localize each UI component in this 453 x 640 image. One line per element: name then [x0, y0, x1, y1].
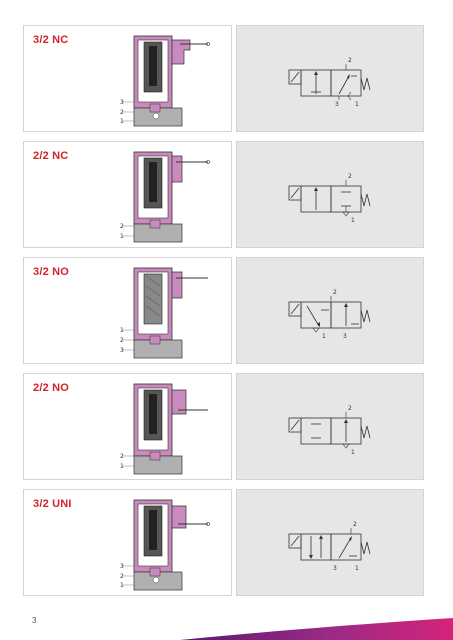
schematic-panel: 2 1: [236, 141, 424, 248]
port-label: 1: [351, 217, 355, 224]
port-label: 2: [353, 521, 357, 528]
valve-cross-section-drawing: 1 2 3: [120, 267, 208, 359]
valve-cross-section-drawing: 3 2 1: [120, 499, 210, 591]
port-label: 1: [120, 327, 124, 334]
cross-section-panel: 2/2 NC 2 1: [23, 141, 232, 248]
port-label: 2: [348, 173, 352, 180]
port-label: 3: [120, 563, 124, 570]
port-label: 3: [335, 101, 339, 108]
port-label: 2: [120, 453, 124, 460]
valve-cross-section-drawing: 2 1: [120, 151, 210, 243]
cross-section-panel: 3/2 UNI 3 2 1: [23, 489, 232, 596]
port-label: 1: [351, 449, 355, 456]
valve-schematic-symbol: 2 3 1: [288, 521, 371, 572]
schematic-panel: 2 3 1: [236, 489, 424, 596]
page-number: 3: [32, 616, 37, 625]
port-label: 1: [120, 233, 124, 240]
port-label: 2: [120, 109, 124, 116]
port-label: 2: [348, 57, 352, 64]
port-label: 1: [120, 582, 124, 589]
port-label: 1: [355, 101, 359, 108]
valve-row-3-2-nc: 3/2 NC 3 2 1: [23, 25, 424, 132]
valve-row-2-2-no: 2/2 NO 2 1 2: [23, 373, 424, 480]
valve-type-label: 2/2 NO: [33, 382, 70, 394]
port-label: 2: [120, 337, 124, 344]
port-label: 1: [120, 118, 124, 125]
port-label: 1: [322, 333, 326, 340]
valve-type-label: 2/2 NC: [33, 150, 69, 162]
valve-cross-section-drawing: 2 1: [120, 383, 208, 475]
port-label: 2: [348, 405, 352, 412]
port-label: 3: [333, 565, 337, 572]
schematic-panel: 2 1 3: [236, 257, 424, 364]
valve-type-label: 3/2 NC: [33, 34, 69, 46]
port-label: 1: [120, 463, 124, 470]
valve-schematic-symbol: 2 1 3: [288, 289, 371, 340]
port-label: 1: [355, 565, 359, 572]
port-label: 2: [120, 223, 124, 230]
valve-cross-section-drawing: 3 2 1: [120, 35, 210, 127]
footer-swoosh: [180, 618, 453, 640]
cross-section-panel: 3/2 NC 3 2 1: [23, 25, 232, 132]
valve-row-2-2-nc: 2/2 NC 2 1: [23, 141, 424, 248]
schematic-panel: 2 3 1: [236, 25, 424, 132]
valve-row-3-2-uni: 3/2 UNI 3 2 1: [23, 489, 424, 596]
valve-schematic-symbol: 2 1: [288, 173, 371, 224]
port-label: 3: [343, 333, 347, 340]
port-label: 3: [120, 99, 124, 106]
cross-section-panel: 2/2 NO 2 1: [23, 373, 232, 480]
valve-schematic-symbol: 2 1: [288, 405, 371, 456]
valve-row-3-2-no: 3/2 NO 1 2 3: [23, 257, 424, 364]
port-label: 3: [120, 347, 124, 354]
port-label: 2: [333, 289, 337, 296]
schematic-panel: 2 1: [236, 373, 424, 480]
valve-type-label: 3/2 NO: [33, 266, 70, 278]
port-label: 2: [120, 573, 124, 580]
valve-schematic-symbol: 2 3 1: [288, 57, 371, 108]
valve-type-label: 3/2 UNI: [33, 498, 72, 510]
cross-section-panel: 3/2 NO 1 2 3: [23, 257, 232, 364]
